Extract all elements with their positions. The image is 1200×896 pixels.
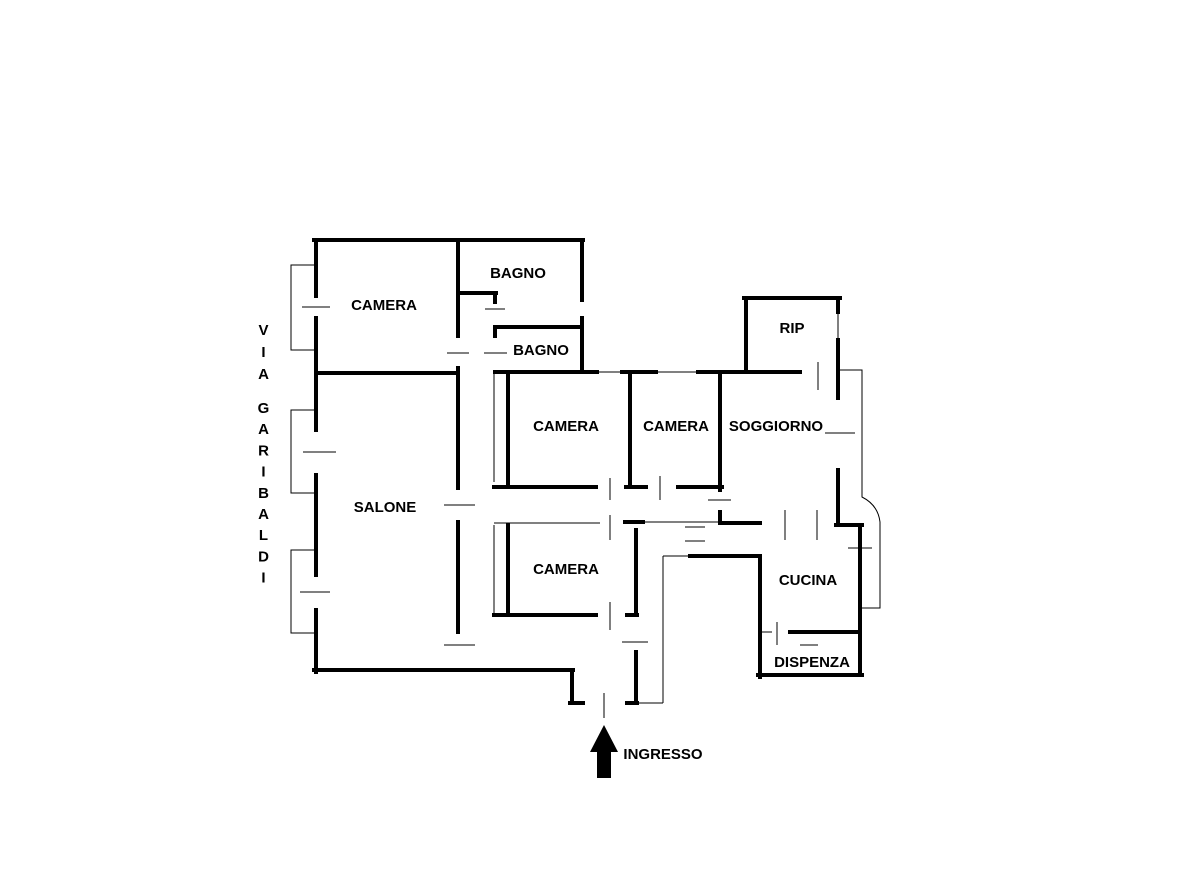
room-label-camera-center-upper: CAMERA (533, 418, 599, 435)
room-label-camera-top-left: CAMERA (351, 297, 417, 314)
room-label-bagno-small: BAGNO (513, 342, 569, 359)
room-label-salone: SALONE (354, 499, 417, 516)
door-lines (444, 308, 819, 718)
room-label-camera-center-lower: CAMERA (533, 561, 599, 578)
street-name-garibaldi: GARIBALDI (255, 400, 272, 591)
room-label-bagno-top: BAGNO (490, 265, 546, 282)
room-label-cucina: CUCINA (779, 572, 837, 589)
entrance-label: INGRESSO (623, 746, 703, 763)
room-label-camera-center-right: CAMERA (643, 418, 709, 435)
room-label-soggiorno: SOGGIORNO (729, 418, 824, 435)
window-lines (300, 306, 872, 593)
room-label-rip: RIP (779, 320, 804, 337)
street-name-via: VIA (255, 322, 272, 388)
balcony-outlines (290, 264, 881, 634)
arrow-up-icon (590, 725, 618, 778)
room-label-dispenza: DISPENZA (774, 654, 850, 671)
interior-walls (314, 238, 862, 634)
